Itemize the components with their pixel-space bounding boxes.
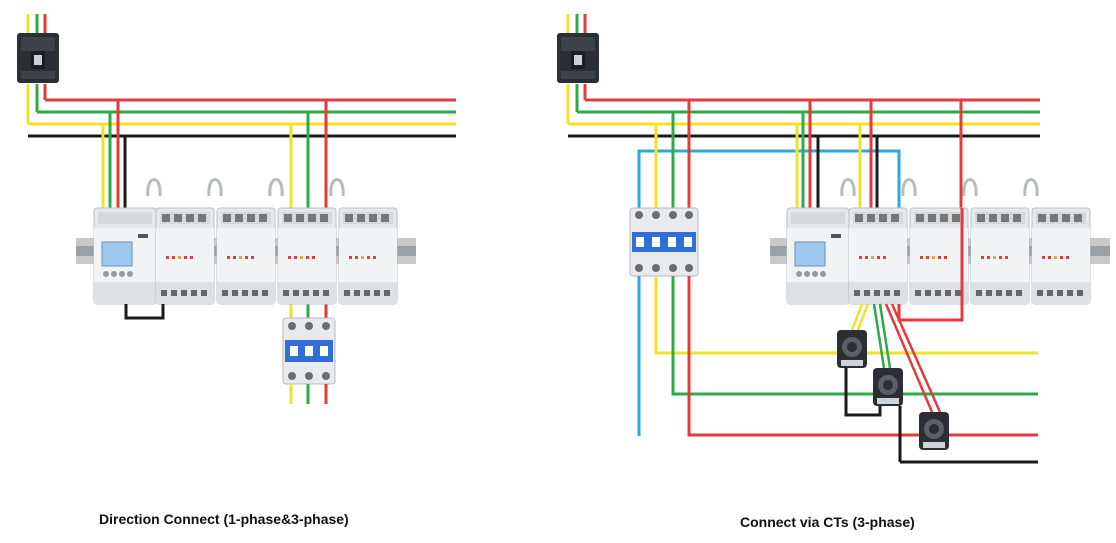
meter-module [909, 207, 969, 305]
direct-connect-diagram [17, 14, 456, 404]
ct-clamp [919, 412, 949, 450]
mcb-breaker [282, 317, 336, 385]
meter-module [155, 207, 215, 305]
meter-module [277, 207, 337, 305]
ct-connect-diagram [557, 14, 1110, 464]
meter-module [216, 207, 276, 305]
ct-connect-caption: Connect via CTs (3-phase) [740, 514, 915, 530]
main-breaker [17, 33, 59, 83]
main-meter-module [786, 207, 850, 305]
ct-clamp [837, 330, 867, 368]
ct-clamp [873, 368, 903, 406]
main-breaker [557, 33, 599, 83]
meter-module [848, 207, 908, 305]
meter-module [338, 207, 398, 305]
direct-connect-caption: Direction Connect (1-phase&3-phase) [99, 511, 349, 527]
main-meter-module [93, 207, 157, 305]
meter-module [1031, 207, 1091, 305]
meter-module [970, 207, 1030, 305]
mcb-4pole [629, 207, 699, 277]
